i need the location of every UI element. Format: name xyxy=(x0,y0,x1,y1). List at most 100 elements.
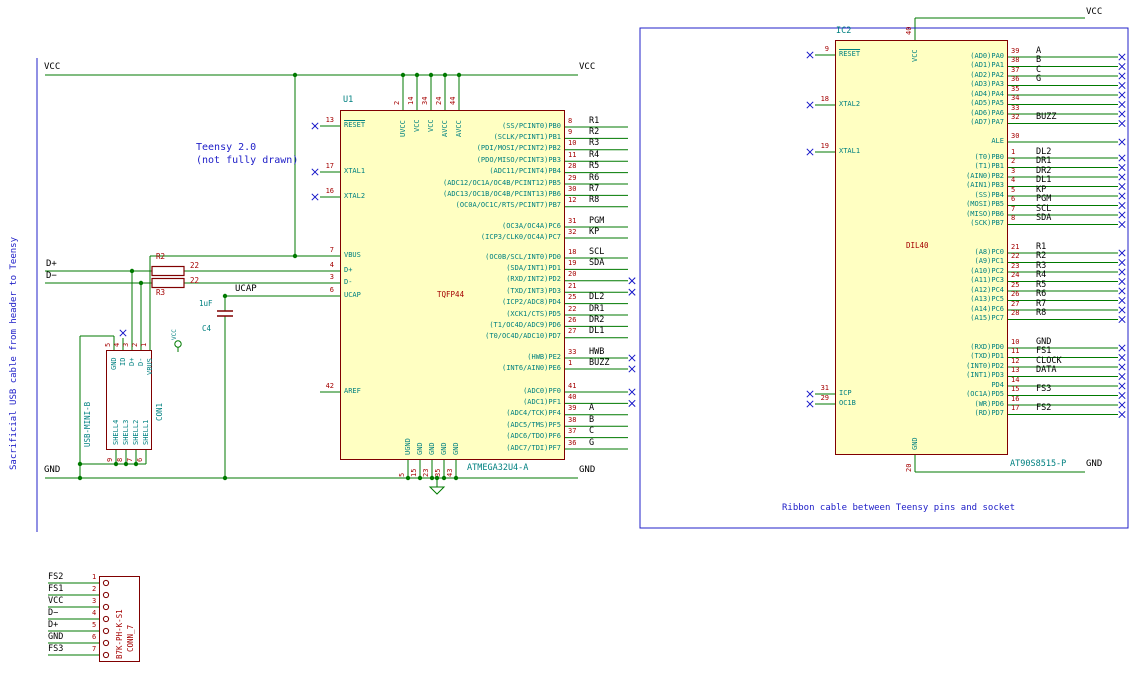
pin-number: 12 xyxy=(1011,356,1020,365)
net-label: D+ xyxy=(48,619,59,630)
pin-circle xyxy=(102,651,110,659)
pin-number: 17 xyxy=(325,162,334,170)
pin-number: 35 xyxy=(434,468,442,477)
no-connect-icon xyxy=(1118,192,1126,200)
pin-name: GND xyxy=(416,442,424,455)
pin-number: 38 xyxy=(568,415,577,424)
pin-name: (ADC1)PF1 xyxy=(523,397,561,406)
no-connect-icon xyxy=(1118,110,1126,118)
net-label: R7 xyxy=(1036,298,1047,309)
pin-number: 8 xyxy=(116,457,124,462)
conn7-value: B7K-PH-K-S1 xyxy=(115,609,124,659)
pin-number: 14 xyxy=(1011,375,1020,384)
junction-dot xyxy=(77,475,83,481)
junction-dot xyxy=(453,475,459,481)
no-connect-icon xyxy=(1118,391,1126,400)
no-connect-icon xyxy=(1118,287,1126,295)
no-connect-icon xyxy=(806,148,814,156)
net-label: BUZZ xyxy=(1036,112,1057,122)
pin-number: 5 xyxy=(104,342,112,347)
net-label-dminus: D− xyxy=(46,271,57,281)
pin-name: GND xyxy=(452,442,460,455)
pin-name: AREF xyxy=(344,386,361,395)
pin-name: D- xyxy=(136,357,145,366)
pin-name: (ADC6/TDO)PF6 xyxy=(506,432,561,441)
pin-number: 15 xyxy=(410,468,418,477)
pin-name: (A10)PC2 xyxy=(970,266,1004,275)
pin-name: UCAP xyxy=(344,290,361,299)
pin-name: (SS)PB4 xyxy=(974,190,1004,199)
pin-name: (INT0)PD2 xyxy=(966,361,1004,370)
junction-dot xyxy=(417,475,423,481)
con1-value: USB-MINI-B xyxy=(83,401,92,447)
net-label: R4 xyxy=(589,149,600,160)
ribbon-cable-caption: Ribbon cable between Teensy pins and soc… xyxy=(782,503,1015,513)
pin-name: AVCC xyxy=(441,120,449,138)
pin-name: XTAL1 xyxy=(839,146,861,155)
net-label: R6 xyxy=(1036,289,1047,299)
net-label: SCL xyxy=(1036,203,1052,214)
pin-name: ALE xyxy=(991,136,1004,145)
net-label: R8 xyxy=(589,195,600,206)
net-label-dplus: D+ xyxy=(46,259,57,269)
no-connect-icon xyxy=(1118,296,1126,305)
no-connect-icon xyxy=(628,288,636,296)
pin-number: 6 xyxy=(329,286,334,294)
resistor-r2-ref: R2 xyxy=(156,252,166,261)
net-label: R6 xyxy=(589,172,600,183)
no-connect-icon xyxy=(1118,268,1126,276)
pin-name: (A15)PC7 xyxy=(970,314,1004,322)
pin-name: (AIN1)PB3 xyxy=(966,181,1004,189)
pin-name: VCC xyxy=(413,119,421,133)
pin-number: 23 xyxy=(422,468,430,477)
pin-number: 38 xyxy=(1011,56,1020,64)
no-connect-icon xyxy=(1118,220,1126,229)
pin-number: 44 xyxy=(449,96,457,105)
pin-number: 22 xyxy=(1011,252,1020,260)
pin-number: 32 xyxy=(1011,113,1020,121)
ground-symbol-icon xyxy=(428,486,446,495)
pin-name: (A8)PC0 xyxy=(974,247,1004,256)
pin-name: (TXD/INT3)PD3 xyxy=(506,286,561,295)
capacitor-c4-body xyxy=(217,310,233,317)
pin-name: (AD2)PA2 xyxy=(970,70,1004,79)
vcc-label-right: VCC xyxy=(1086,7,1103,17)
no-connect-icon xyxy=(1118,182,1126,191)
pin-number: 24 xyxy=(1011,271,1020,279)
pin-name: (TXD)PD1 xyxy=(970,352,1004,360)
pin-name: UGND xyxy=(404,438,412,455)
no-connect-icon xyxy=(1118,81,1126,90)
net-wires xyxy=(45,17,1085,487)
ic2-footprint: DIL40 xyxy=(906,241,929,250)
pin-number: 4 xyxy=(113,342,121,347)
pin-name: XTAL2 xyxy=(839,99,861,108)
pin-name: (RD)PD7 xyxy=(974,409,1004,417)
net-label: DR1 xyxy=(589,303,605,314)
net-label: GND xyxy=(1036,336,1052,347)
no-connect-icon xyxy=(311,168,319,176)
connector-conn7-body xyxy=(99,576,140,662)
pin-name: (HWB)PE2 xyxy=(527,352,561,361)
teensy-note-line1: Teensy 2.0 xyxy=(196,142,257,153)
gnd-label-right: GND xyxy=(1086,459,1103,469)
pin-number: 7 xyxy=(92,645,97,653)
no-connect-icon xyxy=(628,277,636,285)
resistor-r3-value: 22 xyxy=(190,276,200,285)
junction-dot xyxy=(133,461,139,467)
pin-number: 24 xyxy=(435,96,443,105)
net-label: C xyxy=(1036,64,1042,75)
pin-name: XTAL2 xyxy=(344,191,366,200)
junction-dot xyxy=(292,72,298,78)
pin-name: RESET xyxy=(344,120,366,129)
resistor-r3-body xyxy=(151,277,185,289)
pin-number: 3 xyxy=(329,273,334,281)
net-label: DL2 xyxy=(589,292,605,303)
net-label: GND xyxy=(48,631,64,642)
junction-dot xyxy=(222,475,228,481)
junction-dot xyxy=(292,253,298,259)
no-connect-icon xyxy=(1118,353,1126,362)
net-label: R3 xyxy=(1036,260,1047,271)
pin-number: 35 xyxy=(1011,84,1020,93)
no-connect-icon xyxy=(806,101,814,109)
